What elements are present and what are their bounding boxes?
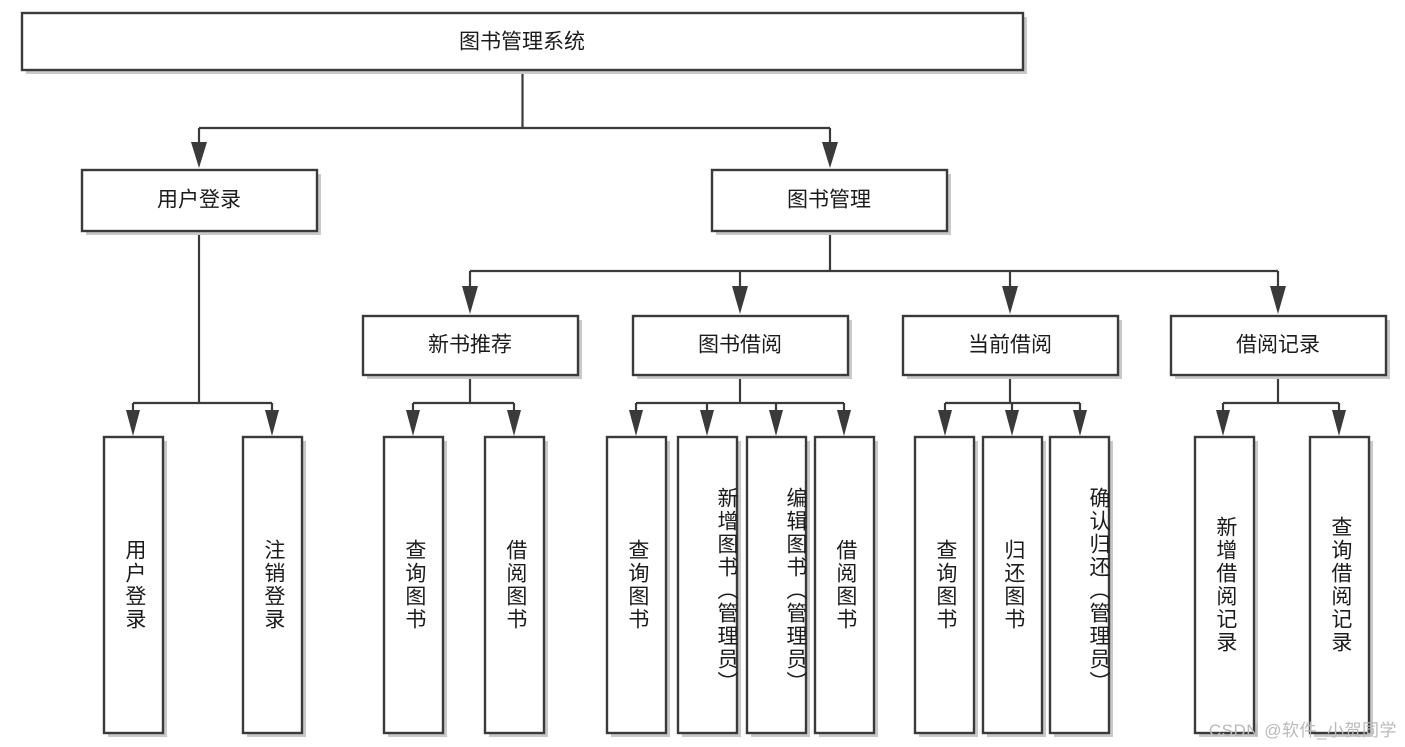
arrow-head-cb-leaf2 xyxy=(1005,410,1019,436)
node-root-box[interactable] xyxy=(20,11,1025,72)
arrow-head-br-leaf2 xyxy=(1332,410,1346,436)
leaf-cb-query-box[interactable] xyxy=(913,435,976,735)
node-new-book-box[interactable] xyxy=(361,314,580,377)
node-new-book-recommend[interactable]: 新书推荐 xyxy=(361,314,582,379)
node-current-borrow[interactable]: 当前借阅 xyxy=(901,314,1122,379)
node-borrow-record[interactable]: 借阅记录 xyxy=(1169,314,1390,379)
connector-group-current-borrow-leaves xyxy=(938,375,1087,436)
node-root[interactable]: 图书管理系统 xyxy=(20,11,1027,74)
arrow-head-nb-leaf1 xyxy=(406,410,420,436)
node-new-book-label: 新书推荐 xyxy=(428,334,512,357)
node-current-borrow-box[interactable] xyxy=(901,314,1120,377)
leaf-nb-query-box[interactable] xyxy=(382,435,445,735)
leaf-user-login-box[interactable] xyxy=(102,435,165,735)
leaf-bb-edit-box[interactable] xyxy=(745,435,808,735)
leaf-br-query-box[interactable] xyxy=(1308,435,1371,735)
node-book-borrow-label: 图书借阅 xyxy=(698,334,782,357)
leaf-logout-box[interactable] xyxy=(241,435,304,735)
node-borrow-record-label: 借阅记录 xyxy=(1236,334,1320,357)
arrow-head-nb-leaf2 xyxy=(507,410,521,436)
connector-group-book-borrow-leaves xyxy=(629,375,851,436)
node-book-manage-label: 图书管理 xyxy=(787,189,871,212)
node-user-login-label: 用户登录 xyxy=(157,189,241,212)
leaf-bb-borrow-box[interactable] xyxy=(813,435,876,735)
node-book-manage[interactable]: 图书管理 xyxy=(710,168,951,235)
arrow-head-leaf-logout xyxy=(265,410,279,436)
connector-group-new-book-leaves xyxy=(406,375,521,436)
connector-group-root-to-level1 xyxy=(191,70,838,168)
csdn-watermark: CSDN @软件_小贺同学 xyxy=(1208,721,1397,740)
leaf-bb-query-box[interactable] xyxy=(605,435,668,735)
arrow-head-cb-leaf1 xyxy=(938,410,952,436)
arrow-head-new-book xyxy=(462,286,478,314)
node-user-login[interactable]: 用户登录 xyxy=(80,168,321,235)
node-book-borrow-box[interactable] xyxy=(631,314,850,377)
arrow-head-bb-leaf2 xyxy=(700,410,714,436)
connector-group-book-manage-to-level2 xyxy=(462,231,1286,314)
arrow-head-book-manage xyxy=(822,142,838,168)
node-user-login-box[interactable] xyxy=(80,168,319,233)
leaf-group-current-borrow xyxy=(913,435,1113,737)
arrow-head-current-borrow xyxy=(1002,286,1018,314)
leaf-nb-borrow-box[interactable] xyxy=(483,435,546,735)
node-root-label: 图书管理系统 xyxy=(459,31,585,54)
arrow-head-user-login xyxy=(191,142,207,168)
leaf-group-user-login xyxy=(102,435,306,737)
arrow-head-br-leaf1 xyxy=(1216,410,1230,436)
node-borrow-record-box[interactable] xyxy=(1169,314,1388,377)
leaf-br-add-box[interactable] xyxy=(1193,435,1256,735)
node-current-borrow-label: 当前借阅 xyxy=(968,334,1052,357)
node-book-manage-box[interactable] xyxy=(710,168,949,233)
arrow-head-bb-leaf4 xyxy=(837,410,851,436)
leaf-cb-return-box[interactable] xyxy=(981,435,1044,735)
leaf-bb-add-box[interactable] xyxy=(676,435,739,735)
arrow-head-cb-leaf3 xyxy=(1073,410,1087,436)
leaf-group-book-borrow xyxy=(605,435,878,737)
arrow-head-bb-leaf1 xyxy=(629,410,643,436)
arrow-head-book-borrow xyxy=(732,286,748,314)
arrow-head-borrow-record xyxy=(1270,286,1286,314)
leaf-group-new-book xyxy=(382,435,548,737)
connector-group-borrow-record-leaves xyxy=(1216,375,1346,436)
arrow-head-bb-leaf3 xyxy=(769,410,783,436)
leaf-group-borrow-record xyxy=(1193,435,1373,737)
leaf-cb-confirm-box[interactable] xyxy=(1048,435,1111,735)
connector-group-user-login-leaves xyxy=(126,231,279,436)
node-book-borrow[interactable]: 图书借阅 xyxy=(631,314,852,379)
arrow-head-leaf-user-login xyxy=(126,410,140,436)
